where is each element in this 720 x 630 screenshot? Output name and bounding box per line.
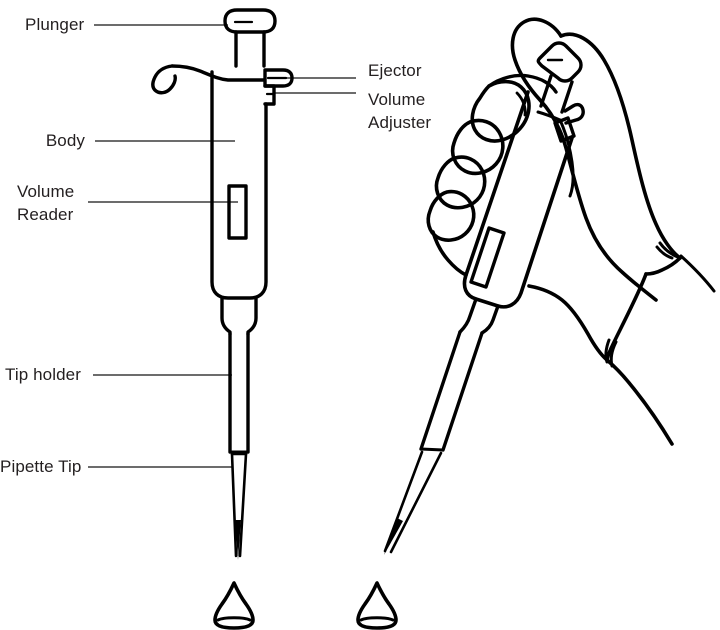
ring-finger [434, 155, 487, 210]
held-body-shoulder-line [536, 110, 562, 122]
tip-holder-shaft [228, 332, 250, 454]
leader-lines [88, 24, 356, 468]
cuff-strap-right [679, 254, 716, 293]
held-volume-adjuster [553, 116, 576, 143]
label-plunger: Plunger [25, 15, 85, 34]
droplets [213, 581, 398, 630]
pipette-tip [230, 452, 248, 558]
palm-left-outline [431, 230, 468, 277]
upright-pipette [151, 8, 294, 560]
pipette-tip-point [235, 520, 241, 560]
held-plunger-stem [539, 74, 574, 114]
held-pipette-body [462, 90, 574, 309]
droplet-left-base [216, 616, 252, 622]
held-tip-holder-shoulder [458, 297, 500, 335]
label-volume-reader-line1: Volume [17, 182, 75, 201]
held-pipette-tip [383, 450, 443, 554]
volume-reader-window [227, 184, 248, 240]
pipette-body [210, 70, 268, 300]
held-plunger-cap [536, 41, 583, 83]
label-tip-holder: Tip holder [5, 365, 81, 384]
label-body: Body [45, 131, 85, 150]
plunger-stem [234, 30, 266, 68]
droplet-right-base [359, 616, 395, 622]
thumb-and-hand-outline [510, 17, 658, 302]
hand-holding-pipette [383, 17, 716, 555]
held-tip-holder-shaft [419, 330, 484, 452]
hand-back-top-outline [559, 32, 682, 260]
held-ejector-lever [563, 102, 585, 125]
middle-finger [450, 118, 505, 176]
droplet-left [213, 581, 255, 630]
label-volume-reader-line2: Reader [17, 205, 74, 224]
droplet-right [356, 581, 398, 630]
little-finger [426, 189, 476, 242]
held-tip-holder-collar [419, 447, 445, 452]
tip-holder-shoulder [220, 296, 258, 336]
ejector-lever [263, 68, 294, 88]
finger-hook [151, 64, 266, 95]
palm-edge-right [605, 272, 648, 362]
thumb-base-contour [558, 118, 575, 198]
plunger-cap [223, 8, 277, 34]
wrist-outline-lower [605, 358, 674, 446]
label-volume-adjuster-line1: Volume [368, 90, 426, 109]
label-ejector: Ejector [368, 61, 422, 80]
label-pipette-tip: Pipette Tip [0, 457, 82, 476]
cuff-fold-right [655, 241, 682, 260]
held-pipette-tip-point [384, 518, 403, 555]
palm-lower-outline [527, 284, 609, 362]
held-volume-reader-window [469, 226, 506, 289]
label-volume-adjuster-line2: Adjuster [368, 113, 432, 132]
index-finger-top-fold [487, 73, 558, 94]
wrist-cuff-right [644, 256, 682, 276]
